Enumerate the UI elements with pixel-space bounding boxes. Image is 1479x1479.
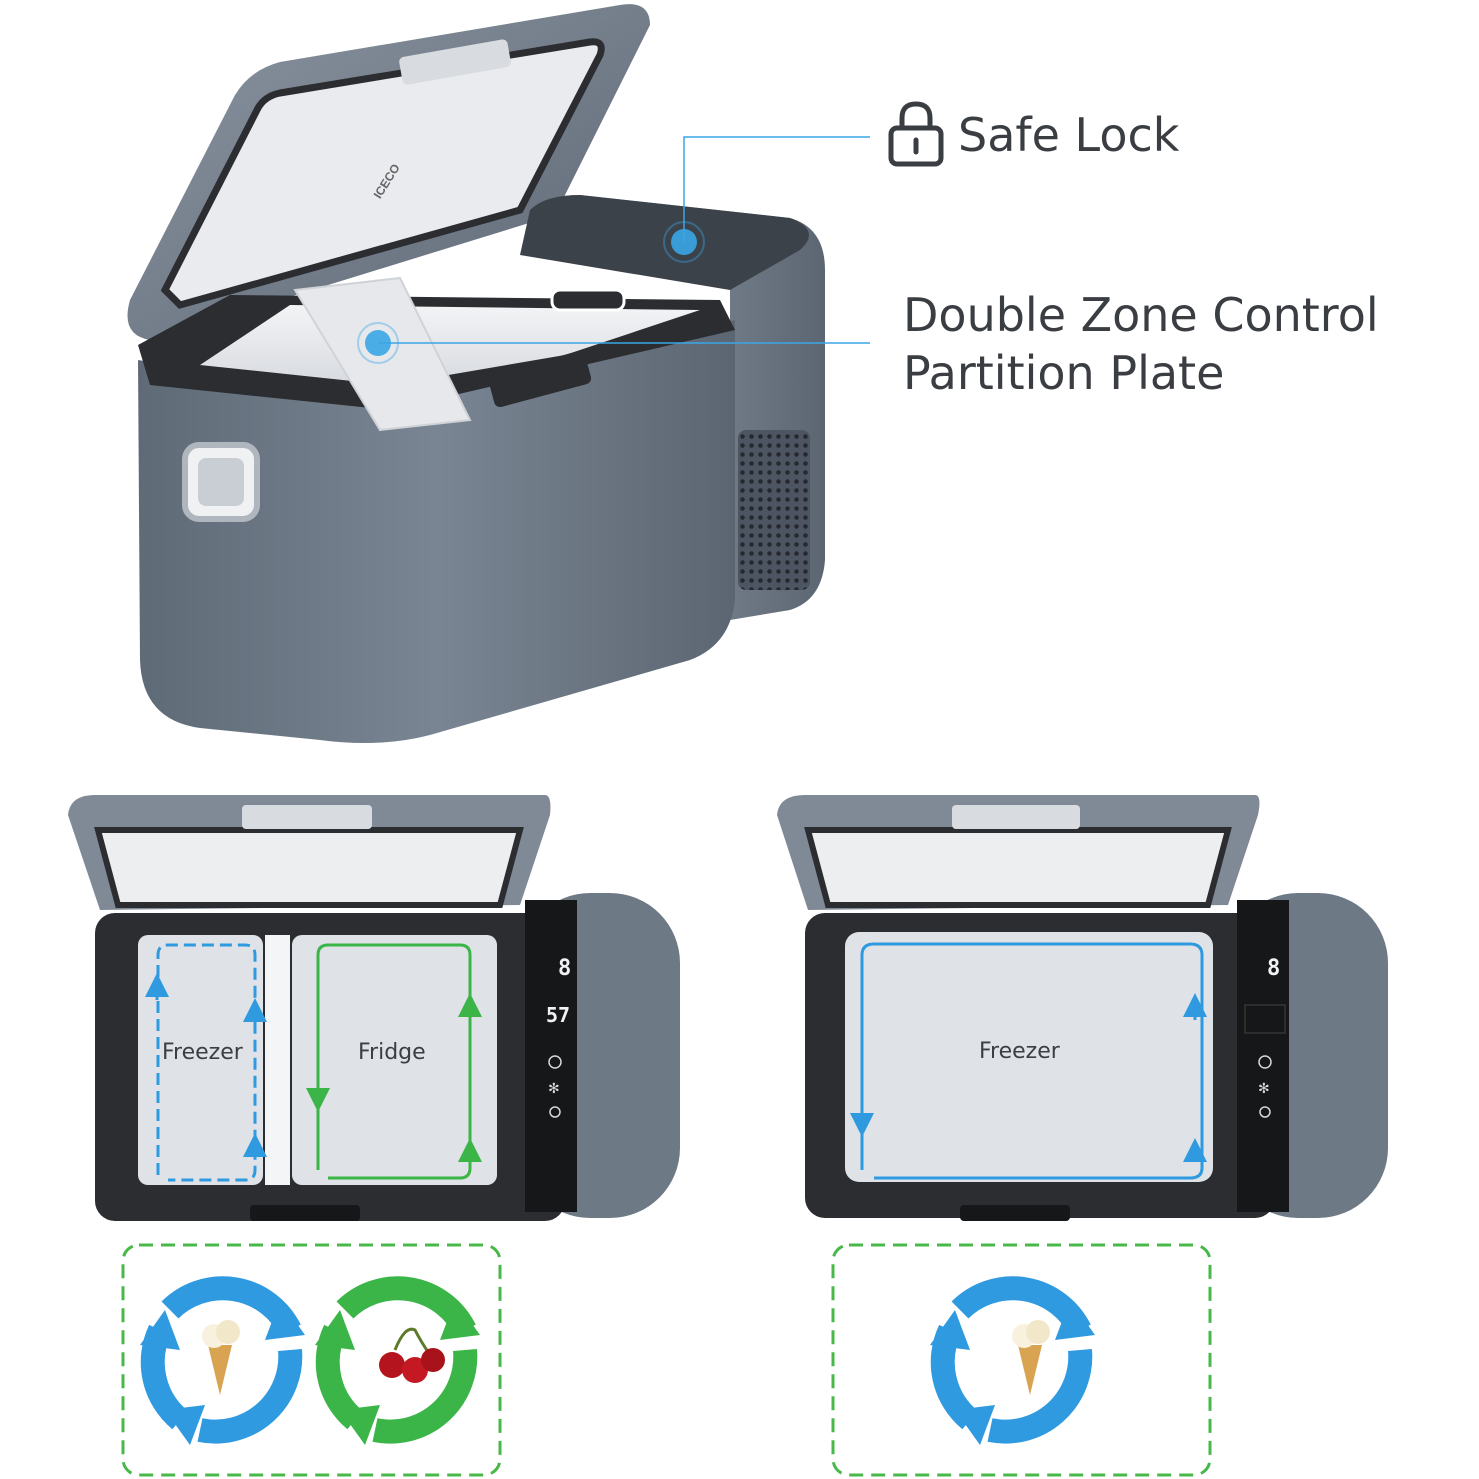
- dual-display-top: 8: [558, 956, 572, 981]
- power-button-single: [1258, 1055, 1272, 1069]
- dual-display-bottom: 57: [546, 1003, 571, 1027]
- dual-zone-legend: [121, 1243, 502, 1477]
- ice-cream-icon-single: [1012, 1320, 1050, 1395]
- single-zone-view: ✻: [777, 795, 1388, 1221]
- fridge-flow: [316, 943, 472, 1180]
- single-interior: [845, 932, 1213, 1182]
- main-fridge: ICECO: [127, 4, 825, 744]
- dual-zone-view: ✻: [68, 795, 680, 1221]
- dual-interior-right: [292, 935, 497, 1185]
- recycle-blue-icon-single: [930, 1276, 1095, 1445]
- control-panel-top: [520, 195, 809, 290]
- single-zone-legend: [831, 1243, 1212, 1477]
- callout-lines: [357, 136, 870, 364]
- dual-interior-left: [138, 935, 263, 1185]
- fan-grille: [738, 430, 810, 590]
- svg-text:✻: ✻: [1258, 1081, 1270, 1097]
- single-dashed-box: [831, 1243, 1212, 1477]
- single-freezer-zone-label: Freezer: [979, 1039, 1060, 1064]
- safe-lock-dot: [671, 229, 697, 255]
- front-latch: [488, 351, 592, 408]
- ice-cream-icon: [202, 1320, 240, 1395]
- dual-partition: [265, 935, 290, 1185]
- dual-panel: [525, 900, 577, 1212]
- lid-handle: [399, 39, 511, 85]
- power-button-dual: [548, 1055, 562, 1069]
- partition-dot: [365, 330, 391, 356]
- fridge-body: [138, 320, 735, 744]
- dual-dashed-box: [121, 1243, 502, 1477]
- partition-label: Double Zone Control Partition Plate: [903, 286, 1379, 402]
- partition-label-line2: Partition Plate: [903, 346, 1225, 400]
- recycle-green-icon: [315, 1276, 480, 1445]
- freezer-flow-single: [860, 942, 1204, 1180]
- partition-label-line1: Double Zone Control: [903, 288, 1379, 342]
- svg-text:✻: ✻: [548, 1081, 560, 1097]
- lock-icon: [888, 101, 944, 167]
- single-display-top: 8: [1267, 956, 1281, 981]
- lid-inner-panel: [160, 38, 605, 309]
- fridge-zone-label: Fridge: [358, 1040, 426, 1065]
- safe-lock-leader: [683, 136, 870, 242]
- cherries-icon: [379, 1327, 445, 1383]
- recycle-blue-icon: [140, 1276, 305, 1445]
- safe-lock-label: Safe Lock: [958, 108, 1180, 162]
- inner-handle: [550, 288, 626, 312]
- freezer-flow-left: [156, 943, 257, 1182]
- freezer-zone-label: Freezer: [162, 1040, 243, 1065]
